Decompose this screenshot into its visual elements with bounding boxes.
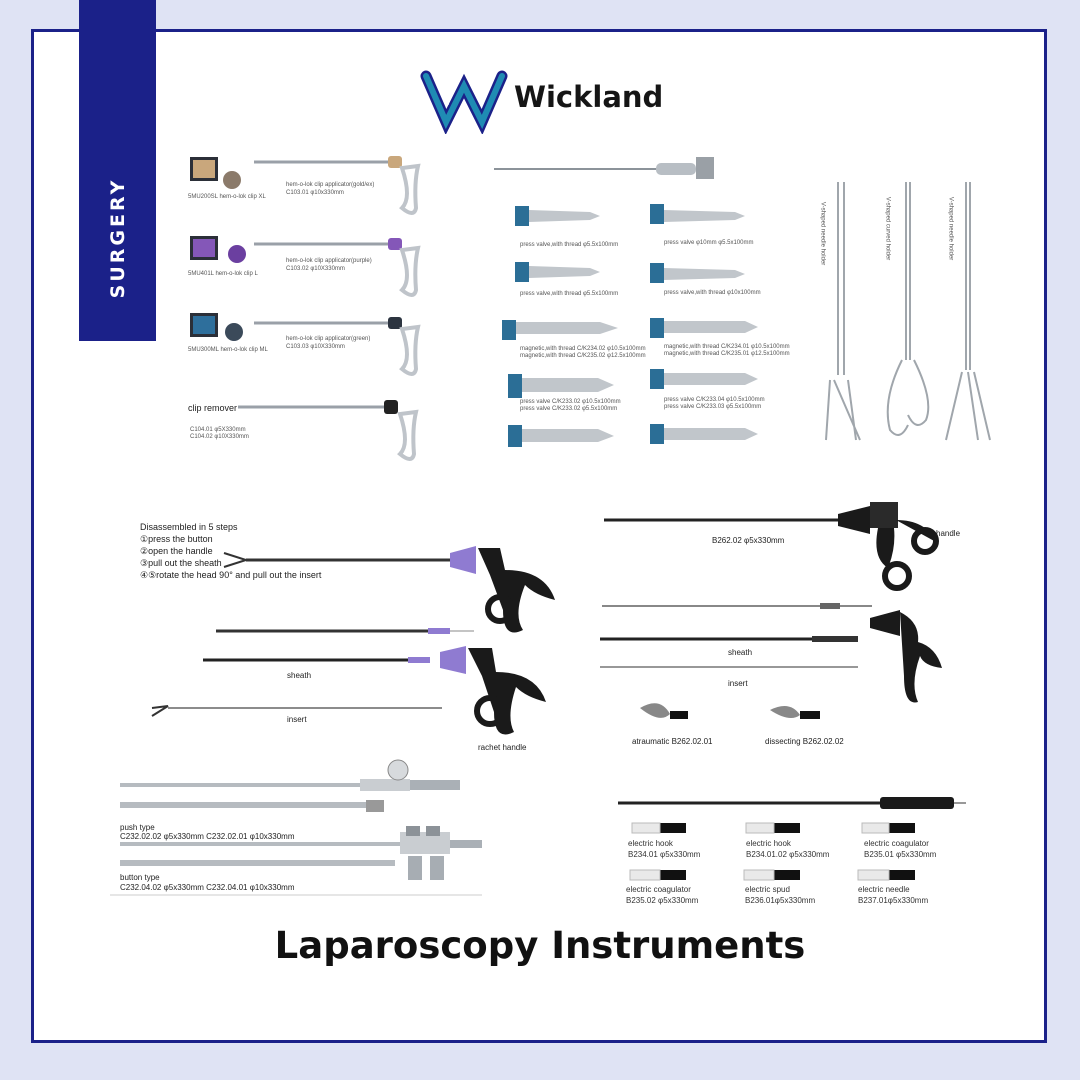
electrode-1-name: electric hook bbox=[628, 839, 673, 848]
trocar-right-5: press valve C/K233.04 φ10.5x100mm bbox=[664, 397, 765, 403]
needle-holders bbox=[825, 182, 991, 441]
remover-spec-1: C104.01 φ5X330mm bbox=[190, 427, 246, 433]
electrode-5-name: electric spud bbox=[745, 885, 790, 894]
electrode-instruments bbox=[618, 797, 966, 881]
trocar-right-4: magnetic,with thread C/K235.01 φ12.5x100… bbox=[664, 351, 790, 357]
tip-atraumatic-label: atraumatic B262.02.01 bbox=[632, 737, 713, 746]
electrode-4-name: electric coagulator bbox=[626, 885, 691, 894]
step-1: ①press the button bbox=[140, 534, 213, 544]
remover-spec-2: C104.02 φ10X330mm bbox=[190, 434, 249, 440]
push-type-label: push type bbox=[120, 823, 155, 832]
electrode-4-spec: B235.02 φ5x330mm bbox=[626, 895, 699, 905]
applier-spec-2: C103.02 φ10X330mm bbox=[286, 266, 345, 272]
trocar-right-6: press valve C/K233.03 φ5.5x100mm bbox=[664, 404, 762, 410]
electrode-5-spec: B236.01φ5x330mm bbox=[745, 895, 816, 905]
electrode-2-name: electric hook bbox=[746, 839, 791, 848]
disassembly-steps: Disassembled in 5 steps ①press the butto… bbox=[140, 521, 321, 581]
trocar-left-5: press valve C/K233.02 φ10.5x100mm bbox=[520, 399, 621, 405]
clip-applier-1 bbox=[190, 156, 421, 215]
grasper-insert-label: insert bbox=[728, 679, 748, 688]
grasper-spec: B262.02 φ5x330mm bbox=[712, 536, 785, 545]
grasper-sheath-label: sheath bbox=[728, 648, 753, 657]
electrode-3-spec: B235.01 φ5x330mm bbox=[864, 849, 937, 859]
applier-spec-3: C103.03 φ10X330mm bbox=[286, 344, 345, 350]
steps-heading: Disassembled in 5 steps bbox=[140, 522, 238, 532]
brand-name: Wickland bbox=[514, 80, 664, 114]
trocar-left-3: magnetic,with thread C/K234.02 φ10.5x100… bbox=[520, 346, 646, 352]
applier-name-2: hem-o-lok clip applicator(purple) bbox=[286, 258, 372, 264]
remover-label: clip remover bbox=[188, 403, 238, 413]
grasper-instrument bbox=[600, 502, 942, 719]
applier-name-1: hem-o-lok clip applicator(gold/ex) bbox=[286, 182, 375, 188]
suction-instruments bbox=[110, 759, 482, 896]
cartridge-label-1: 5MU200SL hem-o-lok clip XL bbox=[188, 194, 266, 200]
button-type-specs: C232.04.02 φ5x330mm C232.04.01 φ10x330mm bbox=[120, 883, 295, 892]
sheath-label: sheath bbox=[287, 671, 312, 680]
trocar-left-1: press valve,with thread φ5.5x100mm bbox=[520, 242, 619, 248]
tip-dissecting-label: dissecting B262.02.02 bbox=[765, 737, 844, 746]
electrode-3-name: electric coagulator bbox=[864, 839, 929, 848]
electrode-2-spec: B234.01.02 φ5x330mm bbox=[746, 849, 830, 859]
needle-holder-label-1: V-shaped needle holder bbox=[819, 201, 826, 266]
trocar-group bbox=[494, 157, 758, 447]
rachet-handle-label: rachet handle bbox=[478, 743, 527, 752]
cartridge-label-2: 5MU401L hem-o-lok clip L bbox=[188, 271, 258, 277]
step-4: ④⑤rotate the head 90° and pull out the i… bbox=[140, 570, 322, 580]
electrode-6-name: electric needle bbox=[858, 885, 910, 894]
needle-holder-label-2: V-shaped curved holder bbox=[884, 196, 891, 261]
section-tab: SURGERY bbox=[79, 0, 156, 341]
insert-label: insert bbox=[287, 715, 307, 724]
trocar-right-2: press valve,with thread φ10x100mm bbox=[664, 290, 761, 296]
clip-remover bbox=[238, 400, 419, 461]
step-2: ②open the handle bbox=[140, 546, 213, 556]
electrode-6-spec: B237.01φ5x330mm bbox=[858, 895, 929, 905]
needle-holder-label-3: V-shaped needle holder bbox=[947, 196, 954, 261]
trocar-left-2: press valve,with thread φ5.5x100mm bbox=[520, 291, 619, 297]
trocar-right-3: magnetic,with thread C/K234.01 φ10.5x100… bbox=[664, 344, 790, 350]
trocar-right-1: press valve φ10mm φ5.5x100mm bbox=[664, 240, 754, 246]
wickland-logo-icon bbox=[420, 70, 508, 134]
applier-spec-1: C103.01 φ10x330mm bbox=[286, 190, 344, 196]
disassembly-instrument bbox=[151, 546, 555, 735]
button-type-label: button type bbox=[120, 873, 160, 882]
trocar-left-4: magnetic,with thread C/K235.02 φ12.5x100… bbox=[520, 353, 646, 359]
cartridge-label-3: 5MU300ML hem-o-lok clip ML bbox=[188, 347, 268, 353]
applier-name-3: hem-o-lok clip applicator(green) bbox=[286, 336, 371, 342]
push-type-specs: C232.02.02 φ5x330mm C232.02.01 φ10x330mm bbox=[120, 832, 295, 841]
electrode-1-spec: B234.01 φ5x330mm bbox=[628, 849, 701, 859]
trocar-left-6: press valve C/K233.02 φ5.5x100mm bbox=[520, 406, 618, 412]
step-3: ③pull out the sheath bbox=[140, 558, 222, 568]
clip-applier-2 bbox=[190, 236, 421, 297]
clip-applier-3 bbox=[190, 313, 421, 376]
grasper-handle-label: handle bbox=[936, 529, 961, 538]
page-title: Laparoscopy Instruments bbox=[274, 924, 806, 967]
